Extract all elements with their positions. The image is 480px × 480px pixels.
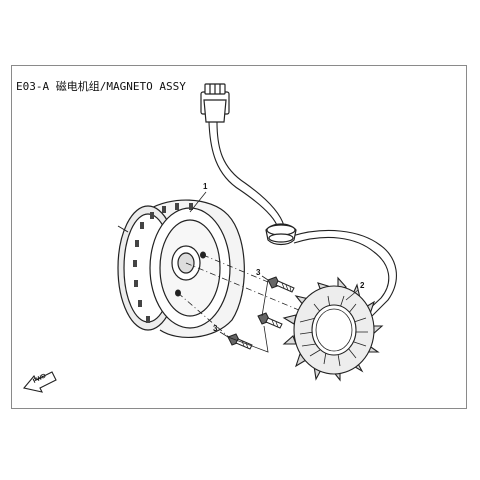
callout-bolt-lower: 3: [213, 324, 218, 333]
callout-bolt-upper: 3: [256, 268, 261, 277]
forward-arrow-icon: [22, 371, 57, 393]
stator-bolt-middle: [257, 312, 283, 329]
wire-connector: [200, 83, 230, 123]
callout-leaders: [189, 191, 359, 353]
flywheel-rotor: [117, 199, 245, 339]
stator-bolt-upper: [267, 276, 295, 293]
wire-harness: [208, 121, 397, 319]
callout-stator: 2: [360, 281, 365, 290]
diagram-title: E03-A 磁电机组/MAGNETO ASSY: [16, 80, 186, 93]
assembly-centerlines: [177, 254, 319, 339]
stator-coil: [282, 276, 384, 382]
wire-grommet: [265, 223, 297, 246]
callout-flywheel: 1: [203, 182, 208, 191]
diagram-frame: E03-A 磁电机组/MAGNETO ASSY: [11, 65, 467, 409]
